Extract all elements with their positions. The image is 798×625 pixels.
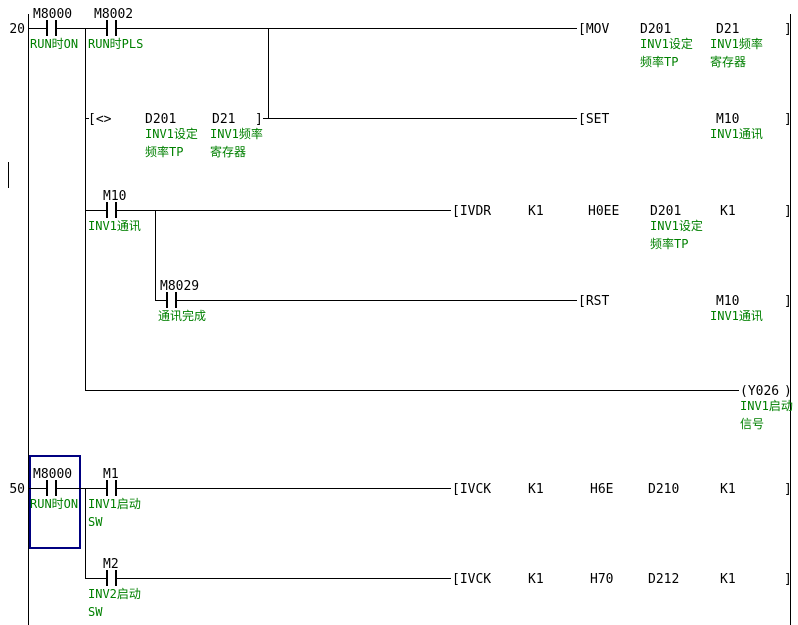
contact-label: M2 [103, 557, 119, 572]
contact-label: M10 [103, 189, 126, 204]
contact-label: M8029 [160, 279, 199, 294]
step-number: 20 [9, 22, 25, 37]
instruction-op: [SET [578, 112, 609, 127]
instruction-ivck-1[interactable]: [IVCK K1 H6E D210 K1 ] [452, 482, 792, 497]
contact-m8000-rung50[interactable]: M8000 RUN时ON [30, 467, 78, 511]
instruction-arg: H70 [590, 572, 613, 587]
arg-comment: INV1频率 [210, 126, 263, 141]
instruction-arg: D212 [648, 572, 679, 587]
arg-comment: INV1通讯 [710, 127, 763, 141]
contact-comment: 通讯完成 [158, 308, 206, 323]
instruction-op: [IVDR [452, 204, 491, 219]
contact-comment: SW [88, 605, 103, 619]
compare-close: ] [255, 112, 263, 127]
instruction-mov[interactable]: [MOV D201 D21 ] INV1设定 频率TP INV1频率 寄存器 [578, 22, 792, 69]
arg-comment: INV1设定 [650, 218, 703, 233]
instruction-arg: D21 [716, 22, 739, 37]
contact-comment: RUN时PLS [88, 37, 143, 51]
contact-comment: INV1启动 [88, 497, 141, 511]
contact-m10[interactable]: M10 INV1通讯 [88, 189, 141, 233]
instruction-ivck-2[interactable]: [IVCK K1 H70 D212 K1 ] [452, 572, 792, 587]
compare-arg: D201 [145, 112, 176, 127]
coil-comment: 信号 [740, 417, 764, 431]
coil-y026[interactable]: (Y026 ) INV1启动 信号 [740, 384, 793, 431]
arg-comment: 频率TP [640, 54, 678, 69]
instruction-ivdr[interactable]: [IVDR K1 H0EE D201 K1 ] INV1设定 频率TP [452, 204, 792, 251]
coil-open: (Y026 [740, 384, 779, 399]
instruction-close-bracket: ] [784, 112, 792, 127]
instruction-close-bracket: ] [784, 294, 792, 309]
contact-comment: INV2启动 [88, 587, 141, 601]
coil-comment: INV1启动 [740, 399, 793, 413]
step-number: 50 [9, 482, 25, 497]
instruction-arg: H0EE [588, 204, 619, 219]
contact-m8000-rung20[interactable]: M8000 RUN时ON [30, 7, 78, 51]
instruction-arg: D201 [650, 204, 681, 219]
arg-comment: INV1设定 [640, 36, 693, 51]
contact-comment: INV1通讯 [88, 219, 141, 233]
contact-comment: RUN时ON [30, 497, 78, 511]
arg-comment: 频率TP [650, 236, 688, 251]
arg-comment: 频率TP [145, 144, 183, 159]
instruction-op: [RST [578, 294, 609, 309]
arg-comment: 寄存器 [210, 144, 246, 159]
arg-comment: 寄存器 [710, 54, 746, 69]
instruction-close-bracket: ] [784, 482, 792, 497]
edit-cursor-box [29, 455, 81, 549]
contact-comment: RUN时ON [30, 37, 78, 51]
instruction-op: [IVCK [452, 572, 491, 587]
contact-label: M1 [103, 467, 119, 482]
instruction-op: [MOV [578, 22, 609, 37]
instruction-arg: K1 [528, 204, 544, 219]
instruction-arg: K1 [720, 204, 736, 219]
contact-comment: SW [88, 515, 103, 529]
instruction-op: [IVCK [452, 482, 491, 497]
instruction-arg: K1 [720, 482, 736, 497]
contact-compare-d201-d21[interactable]: [<> D201 D21 ] INV1设定 频率TP INV1频率 寄存器 [88, 112, 263, 159]
contact-m8029[interactable]: M8029 通讯完成 [158, 279, 206, 323]
instruction-arg: K1 [528, 572, 544, 587]
instruction-close-bracket: ] [784, 204, 792, 219]
instruction-arg: K1 [720, 572, 736, 587]
instruction-arg: D201 [640, 22, 671, 37]
instruction-arg: D210 [648, 482, 679, 497]
arg-comment: INV1通讯 [710, 309, 763, 323]
instruction-close-bracket: ] [784, 22, 792, 37]
contact-m2[interactable]: M2 INV2启动 SW [88, 557, 141, 619]
compare-open: [<> [88, 112, 112, 127]
instruction-arg: H6E [590, 482, 613, 497]
contact-label: M8002 [94, 7, 133, 22]
instruction-arg: K1 [528, 482, 544, 497]
contact-m8002[interactable]: M8002 RUN时PLS [88, 7, 143, 51]
instruction-rst-m10[interactable]: [RST M10 ] INV1通讯 [578, 294, 792, 323]
arg-comment: INV1频率 [710, 36, 763, 51]
arg-comment: INV1设定 [145, 126, 198, 141]
instruction-close-bracket: ] [784, 572, 792, 587]
contact-label: M8000 [33, 7, 72, 22]
instruction-arg: M10 [716, 112, 739, 127]
contact-m1[interactable]: M1 INV1启动 SW [88, 467, 141, 529]
compare-arg: D21 [212, 112, 235, 127]
contact-label: M8000 [33, 467, 72, 482]
instruction-arg: M10 [716, 294, 739, 309]
coil-close: ) [784, 384, 792, 399]
instruction-set-m10[interactable]: [SET M10 ] INV1通讯 [578, 112, 792, 141]
